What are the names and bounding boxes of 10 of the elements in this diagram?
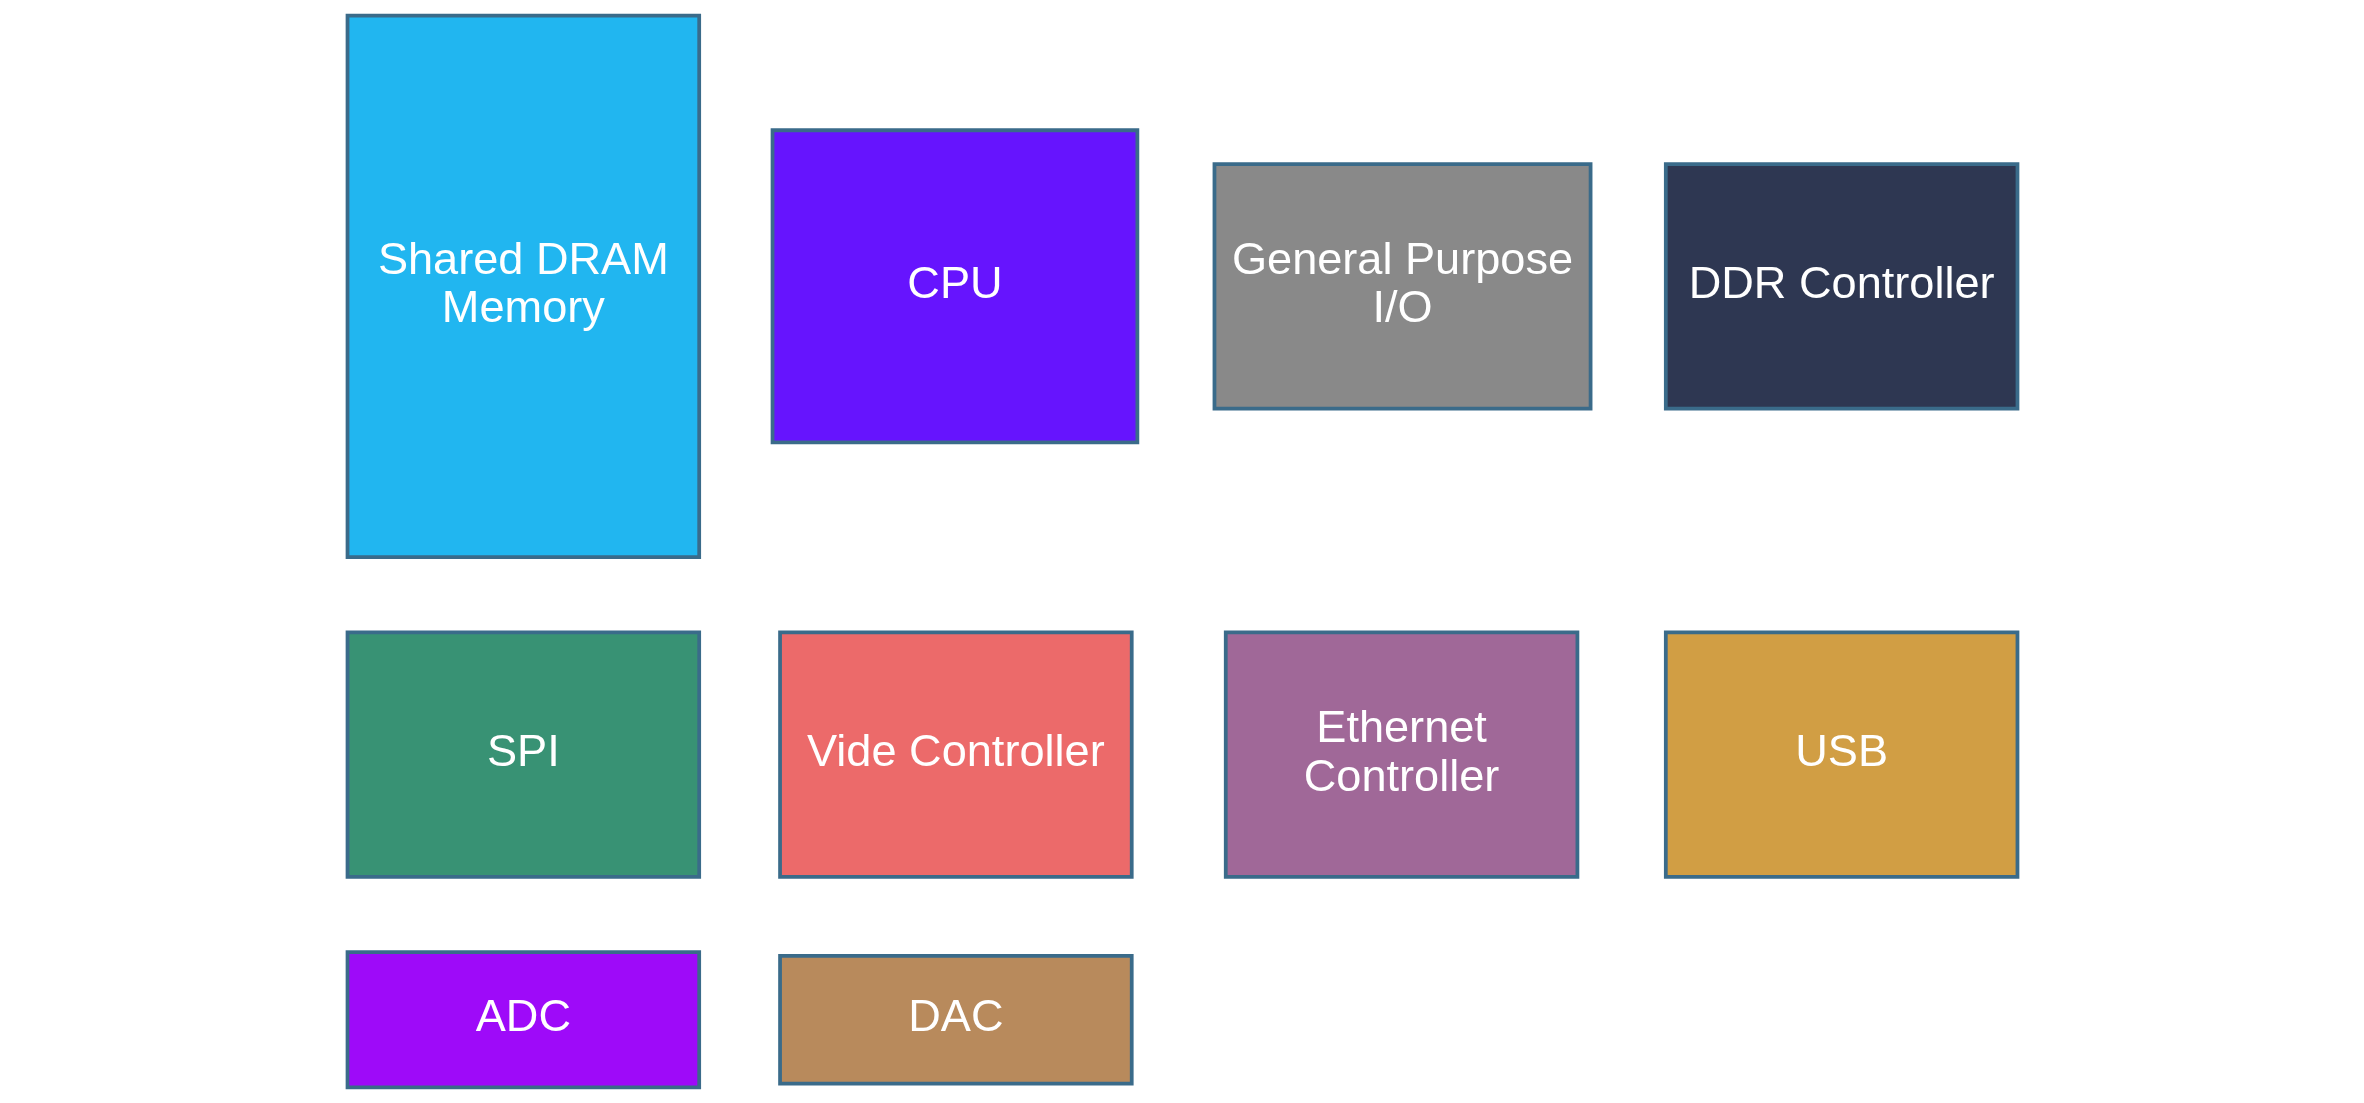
node-box: DAC [777,953,1134,1086]
node-box: USB [1663,630,2019,879]
node-box: CPU [770,128,1139,445]
node-box: ADC [345,950,701,1090]
node-box: Shared DRAM Memory [345,13,701,559]
node-box: General Purpose I/O [1212,162,1592,411]
node-box: DDR Controller [1663,162,2019,411]
node-box: Vide Controller [777,630,1134,879]
node-box: Ethernet Controller [1223,630,1579,879]
node-box: SPI [345,630,701,879]
